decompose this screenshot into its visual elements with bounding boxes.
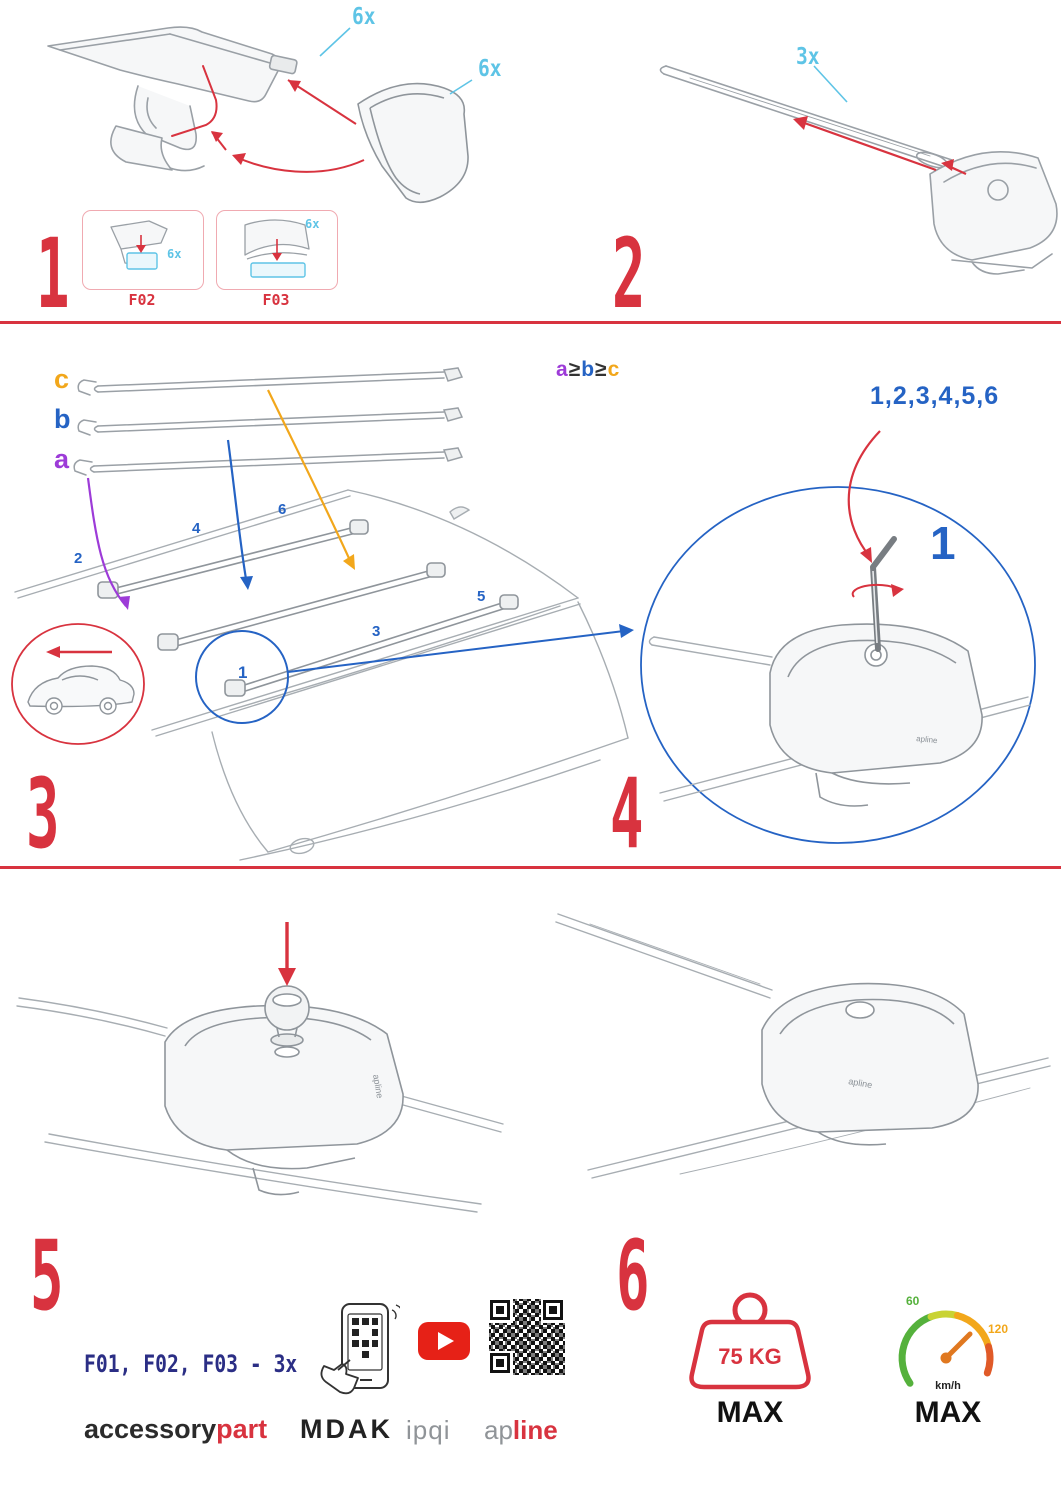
- speed-60-label: 60: [906, 1294, 920, 1308]
- bar-position-guides: [86, 389, 355, 610]
- speed-120-label: 120: [988, 1322, 1009, 1336]
- foot-brand-text: apline: [371, 1074, 385, 1099]
- position-3: 3: [372, 623, 381, 640]
- assembly-arrows: [211, 79, 365, 173]
- bar-label-a: a: [54, 444, 70, 474]
- bar-label-c: c: [54, 364, 70, 394]
- play-icon: [438, 1332, 454, 1350]
- logo-apline-part1: ap: [484, 1415, 513, 1445]
- step1-inset-f03: 6x: [216, 210, 338, 290]
- divider-bottom: [0, 866, 1061, 869]
- speedometer-arc: [898, 1310, 994, 1387]
- slide-in-arrows: [793, 116, 967, 176]
- position-5: 5: [477, 588, 486, 605]
- foot-cover-part-drawing: [357, 82, 469, 204]
- parts-quantity-text: F01, F02, F03 - 3x: [84, 1350, 298, 1378]
- step1-foot-and-cover-drawing: [47, 26, 473, 204]
- position-6: 6: [278, 501, 287, 518]
- step1-qty-top: 6x: [352, 4, 376, 30]
- rotate-arrow-icon: [851, 583, 904, 598]
- formula-ge1: ≥: [568, 358, 582, 381]
- formula-c: c: [607, 358, 621, 381]
- max-weight-label: MAX: [716, 1396, 784, 1429]
- formula-ge2: ≥: [595, 358, 608, 381]
- allen-key-icon: [870, 536, 897, 652]
- f03-qty: 6x: [305, 217, 320, 231]
- quantity-callout-line: [813, 65, 848, 103]
- foot-in-zoom: [769, 623, 983, 807]
- crossbar-and-foot-drawing: [659, 65, 1058, 275]
- position-1: 1: [238, 663, 248, 682]
- step2-number: 2: [612, 218, 646, 330]
- crossbar-c-drawing: [77, 367, 464, 396]
- speed-unit-label: km/h: [935, 1380, 961, 1392]
- step5-number: 5: [30, 1220, 64, 1332]
- locking-knob: [264, 985, 310, 1047]
- press-down-arrow: [278, 922, 296, 986]
- logo-ipqi: ipqi: [406, 1415, 451, 1445]
- speedometer-needle: [940, 1331, 973, 1364]
- step5-knob-drawing: apline: [16, 922, 504, 1213]
- position-1-marker: [195, 624, 634, 724]
- foot-brand-text: apline: [916, 734, 939, 745]
- max-speed-label: MAX: [914, 1396, 982, 1429]
- qr-finder-patterns: [488, 1298, 566, 1376]
- step2-crossbar-drawing: [659, 65, 1058, 275]
- sequence-arrow: [847, 430, 881, 563]
- max-weight-value: 75 KG: [718, 1344, 782, 1369]
- formula-a: a: [556, 358, 569, 381]
- car-direction-inset: [11, 623, 145, 745]
- step1-inset-f02: 6x: [82, 210, 204, 290]
- bar-order-formula: a≥b≥c: [556, 358, 620, 382]
- phone-scan-icon: [320, 1303, 400, 1395]
- logo-accessorypart: accessorypart: [84, 1416, 267, 1443]
- step3-number: 3: [26, 758, 60, 870]
- foot-body: [761, 982, 979, 1146]
- divider-top: [0, 321, 1061, 324]
- zoom-circle: [640, 486, 1036, 844]
- step4-callout-number: 1: [930, 517, 956, 569]
- f02-mini-drawing: [110, 220, 168, 270]
- step4-number: 4: [610, 758, 644, 870]
- speedometer-icon: [898, 1310, 994, 1387]
- tighten-sequence: 1,2,3,4,5,6: [870, 382, 1000, 410]
- foot-body: [164, 1004, 404, 1196]
- step6-number: 6: [616, 1220, 650, 1332]
- step4-zoom-drawing: apline: [640, 430, 1036, 844]
- step1-qty-side: 6x: [478, 56, 502, 82]
- qr-code: [487, 1297, 567, 1377]
- youtube-icon: [418, 1322, 470, 1360]
- phone-qr-pixels: [352, 1318, 378, 1358]
- step6-mounted-foot-drawing: apline: [555, 913, 1051, 1179]
- max-weight-icon: [689, 1292, 811, 1390]
- position-4: 4: [192, 520, 201, 537]
- logo-apline-part2: line: [512, 1415, 558, 1445]
- red-highlight-edge: [171, 65, 218, 137]
- logo-accessory-part2: part: [216, 1414, 268, 1444]
- f03-mini-drawing: [244, 219, 310, 278]
- crossbar-a-drawing: [73, 447, 464, 476]
- step2-qty: 3x: [796, 44, 820, 70]
- f02-qty: 6x: [167, 247, 182, 261]
- roof-rack-foot-drawing: [47, 26, 298, 172]
- position-2: 2: [74, 550, 83, 567]
- step3-roof-assembly-drawing: [11, 367, 634, 861]
- logo-accessory-part1: accessory: [84, 1414, 217, 1444]
- logo-apline: apline: [484, 1417, 558, 1443]
- scan-signal-arcs: [391, 1304, 400, 1320]
- logo-mdak: MDAK: [300, 1414, 393, 1444]
- formula-b: b: [581, 358, 596, 381]
- quantity-callout-lines: [319, 27, 473, 95]
- bar-label-b: b: [54, 404, 71, 434]
- step1-number: 1: [36, 218, 70, 330]
- crossbar-b-drawing: [77, 407, 464, 436]
- foot-brand-text: apline: [848, 1076, 873, 1090]
- f03-label: F03: [262, 291, 290, 309]
- pointing-hand: [320, 1359, 359, 1395]
- mounted-crossbars: [97, 519, 519, 697]
- bar-and-rails: [16, 997, 504, 1213]
- f02-label: F02: [128, 291, 156, 309]
